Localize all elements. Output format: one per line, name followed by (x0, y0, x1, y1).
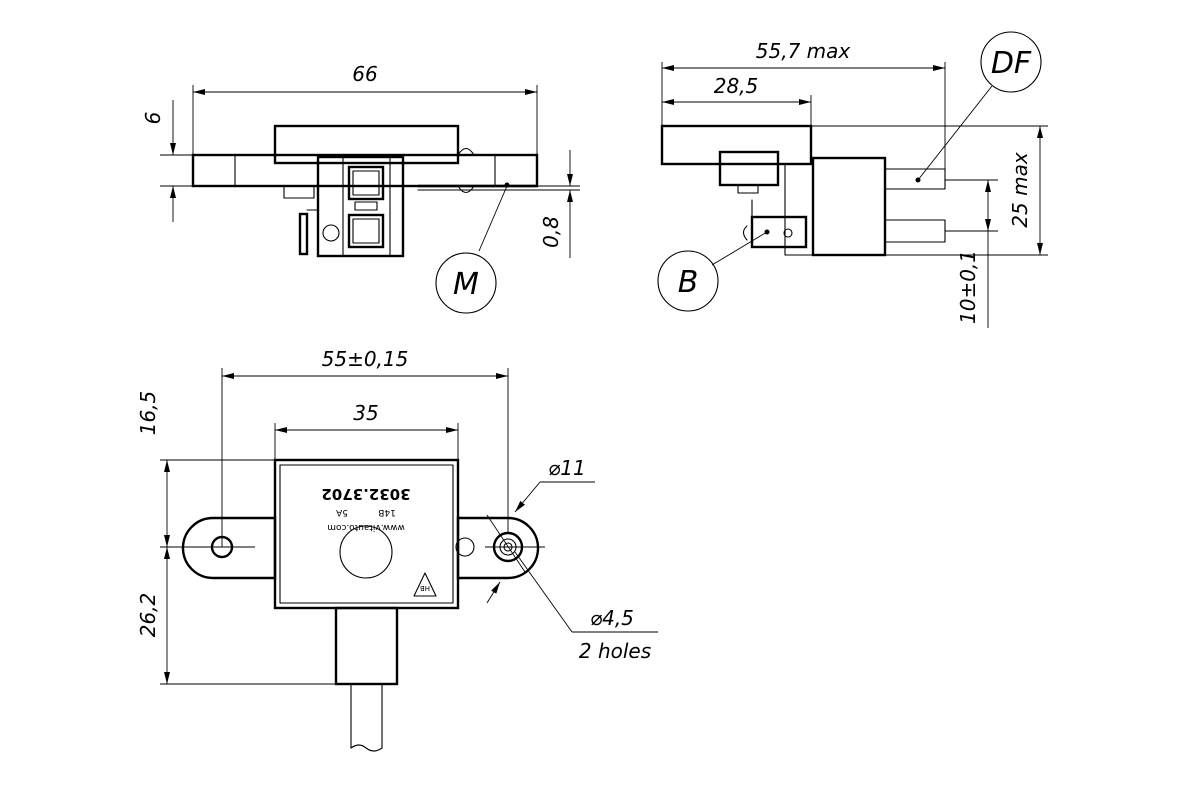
dim-28-5: 28,5 (714, 74, 759, 98)
print-website: www.vitauto.com (327, 522, 405, 532)
print-mark: НВ (420, 584, 430, 592)
printed-label: www.vitauto.com 14В 5А 3032.3702 (321, 485, 410, 532)
holes-note: 2 holes (579, 639, 651, 663)
plan-cable-sleeve (334, 606, 399, 686)
plan-left-ear (181, 516, 277, 580)
plan-view: www.vitauto.com 14В 5А 3032.3702 НВ 55±0… (136, 347, 658, 752)
side-terminal-b (750, 215, 808, 249)
dim-dia-4-5: ⌀4,5 (590, 606, 634, 630)
dim-55-7-max: 55,7 max (756, 39, 851, 63)
callout-df-circle (980, 31, 1042, 93)
dim-10: 10±0,1 (956, 250, 980, 324)
plan-center-boss (339, 525, 393, 579)
print-part-number: 3032.3702 (321, 485, 410, 503)
dim-6: 6 (141, 112, 165, 125)
side-top-plate (660, 124, 813, 166)
callout-m-circle (435, 252, 497, 314)
front-view: 66 6 0,8 M (141, 62, 580, 314)
front-terminal-upper (347, 165, 385, 201)
dim-35: 35 (353, 401, 378, 425)
front-terminal-lower (347, 213, 385, 249)
dim-66: 66 (352, 62, 377, 86)
dim-dia-11: ⌀11 (548, 456, 586, 480)
side-body (811, 156, 887, 257)
side-pin-lower (884, 219, 946, 243)
plan-right-ear (456, 516, 540, 580)
hb-mark-icon: НВ (413, 572, 437, 597)
callout-b-label: B (678, 265, 699, 300)
side-pin-df (884, 168, 946, 190)
side-boss (718, 150, 780, 187)
dim-16-5: 16,5 (136, 391, 160, 436)
callout-df-label: DF (991, 46, 1032, 81)
side-view: 55,7 max 28,5 25 max 10±0,1 DF B (657, 31, 1048, 328)
front-mounting-bar (191, 153, 539, 188)
callout-m-label: M (453, 267, 479, 302)
print-current: 5А (335, 507, 348, 517)
print-voltage: 14В (378, 507, 396, 517)
callout-b-circle (657, 250, 719, 312)
dim-55-tol: 55±0,15 (322, 347, 409, 371)
front-terminal-block (316, 155, 405, 258)
front-top-plate (273, 124, 460, 165)
dim-0-8: 0,8 (539, 216, 563, 248)
dim-26-2: 26,2 (136, 593, 160, 638)
dim-25-max: 25 max (1008, 152, 1032, 228)
